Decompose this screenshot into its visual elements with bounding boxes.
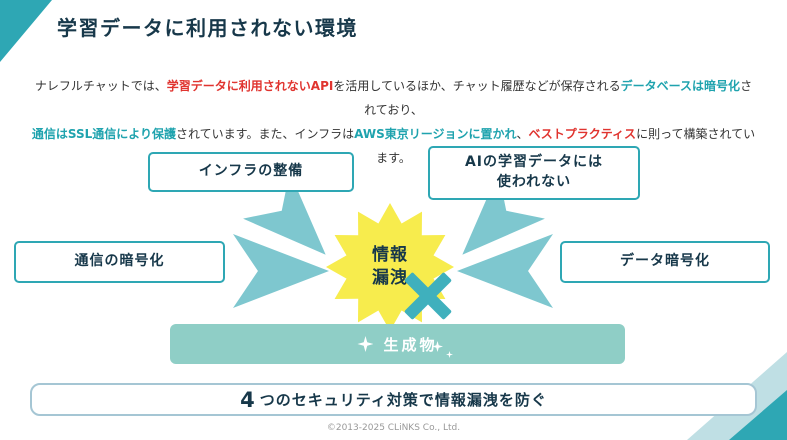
intro-segment: に則って構築されています。	[376, 127, 756, 165]
starburst-icon	[326, 203, 454, 331]
corner-decoration-top-left	[0, 0, 52, 62]
intro-segment: 学習データに利用されないAPI	[166, 79, 334, 93]
sparkle-icon	[432, 341, 443, 352]
intro-segment: 、	[516, 127, 529, 141]
summary-banner: 4 つのセキュリティ対策で情報漏洩を防ぐ	[30, 383, 757, 416]
intro-segment: データベースは暗号化	[620, 79, 741, 93]
information-leak-starburst: 情報 漏洩	[323, 200, 457, 334]
intro-segment: ベストプラクティス	[528, 127, 637, 141]
sparkle-icon	[357, 336, 374, 352]
measure-box-infrastructure: インフラの整備	[148, 152, 354, 192]
intro-segment: AWS東京リージョンに置かれ	[354, 127, 517, 141]
summary-text: つのセキュリティ対策で情報漏洩を防ぐ	[259, 391, 547, 409]
page-title: 学習データに利用されない環境	[57, 16, 358, 40]
measure-box-communication-encryption: 通信の暗号化	[14, 241, 225, 283]
intro-segment: ナレフルチャットでは、	[34, 79, 167, 93]
intro-segment: されており、	[364, 79, 753, 117]
measure-box-data-encryption: データ暗号化	[560, 241, 770, 283]
intro-segment: されています。また、インフラは	[176, 127, 355, 141]
generated-output-label: 生成物	[383, 335, 438, 354]
intro-paragraph: ナレフルチャットでは、学習データに利用されないAPIを活用しているほか、チャット…	[30, 74, 757, 170]
information-leak-label: 情報 漏洩	[372, 245, 408, 288]
blocked-x-icon	[400, 268, 456, 324]
sparkle-icon	[446, 351, 453, 358]
copyright-footer: ©2013-2025 CLiNKS Co., Ltd.	[326, 423, 461, 433]
generated-output-bar: 生成物	[170, 324, 625, 364]
intro-segment: 通信はSSL通信により保護	[31, 127, 177, 141]
summary-count: 4	[240, 387, 255, 412]
intro-segment: を活用しているほか、チャット履歴などが保存される	[333, 79, 621, 93]
measure-box-no-ai-training: AIの学習データには 使われない	[428, 146, 640, 200]
